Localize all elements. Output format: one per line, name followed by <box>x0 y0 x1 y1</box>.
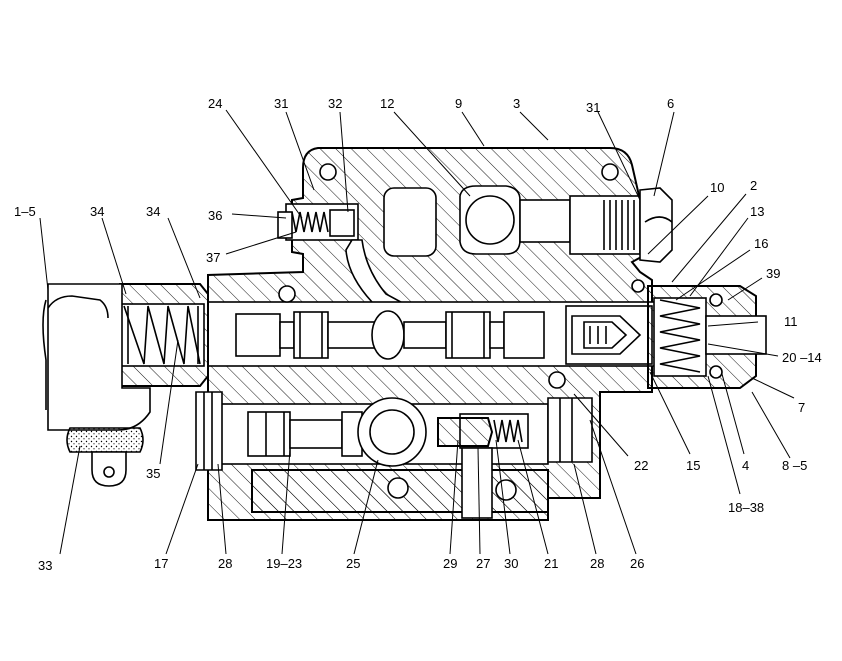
oring-39 <box>709 293 723 307</box>
callout-11: 11 <box>784 314 798 329</box>
callout-34-left: 34 <box>90 204 104 219</box>
lower-check-spring-30 <box>493 419 523 443</box>
callout-21: 21 <box>544 556 558 571</box>
hole-e <box>319 163 337 181</box>
hole-g <box>631 279 645 293</box>
plug-6-threads <box>603 200 635 250</box>
callout-4: 4 <box>742 458 749 473</box>
hole-c <box>387 477 409 499</box>
callout-27: 27 <box>476 556 490 571</box>
port-12-bore <box>465 195 515 245</box>
callout-13: 13 <box>750 204 764 219</box>
callout-6: 6 <box>667 96 674 111</box>
callout-29: 29 <box>443 556 457 571</box>
port-25-inner <box>369 409 415 455</box>
callout-10: 10 <box>710 180 724 195</box>
callout-39: 39 <box>766 266 780 281</box>
lower-spool <box>247 411 363 457</box>
check-spring-37 <box>291 211 329 233</box>
relief-cone <box>571 315 642 355</box>
oring-4 <box>709 365 723 379</box>
callout-26: 26 <box>630 556 644 571</box>
callout-28-left: 28 <box>218 556 232 571</box>
callout-1-5: 1–5 <box>14 204 36 219</box>
plug-6-bore <box>569 195 641 255</box>
hole-d <box>495 479 517 501</box>
callout-15: 15 <box>686 458 700 473</box>
left-spring-35 <box>123 305 201 365</box>
lower-left-plug-17 <box>195 391 223 471</box>
hole-f <box>601 163 619 181</box>
callout-19-23: 19–23 <box>266 556 302 571</box>
plug-6-hex-edge <box>644 216 673 223</box>
callout-9: 9 <box>455 96 462 111</box>
callout-31-left: 31 <box>274 96 288 111</box>
callout-labels: 1–5 34 34 36 24 31 32 12 9 3 31 6 10 2 1… <box>14 96 822 573</box>
callout-16: 16 <box>754 236 768 251</box>
callout-36: 36 <box>208 208 222 223</box>
end-cover-contour <box>47 295 109 319</box>
leader-lines <box>39 109 795 555</box>
callout-32: 32 <box>328 96 342 111</box>
callout-12: 12 <box>380 96 394 111</box>
upper-spool <box>235 310 545 360</box>
callout-25: 25 <box>346 556 360 571</box>
check-poppet <box>329 209 355 237</box>
callout-31-right: 31 <box>586 100 600 115</box>
callout-37: 37 <box>206 250 220 265</box>
lower-check-poppet <box>437 417 494 447</box>
plug-6-hex-head <box>639 187 673 263</box>
callout-22: 22 <box>634 458 648 473</box>
callout-24: 24 <box>208 96 222 111</box>
hole-b <box>548 371 566 389</box>
callout-7: 7 <box>798 400 805 415</box>
end-cover-edge <box>42 299 47 410</box>
upper-passage-left <box>383 187 437 257</box>
boot-eyelet-hole <box>103 466 115 478</box>
callout-17: 17 <box>154 556 168 571</box>
callout-8-5: 8 –5 <box>782 458 807 473</box>
callout-18-38: 18–38 <box>728 500 764 515</box>
callout-30: 30 <box>504 556 518 571</box>
rubber-boot-33 <box>66 427 144 453</box>
right-spring-18 <box>659 299 701 373</box>
callout-28-right: 28 <box>590 556 604 571</box>
callout-20-14: 20 –14 <box>782 350 822 365</box>
upper-passage-right <box>519 199 571 243</box>
hole-a <box>278 285 296 303</box>
callout-3: 3 <box>513 96 520 111</box>
plug-36 <box>277 211 293 239</box>
lower-check-stem <box>461 447 493 519</box>
callout-2: 2 <box>750 178 757 193</box>
callout-35: 35 <box>146 466 160 481</box>
callout-34-right: 34 <box>146 204 160 219</box>
callout-33: 33 <box>38 558 52 573</box>
